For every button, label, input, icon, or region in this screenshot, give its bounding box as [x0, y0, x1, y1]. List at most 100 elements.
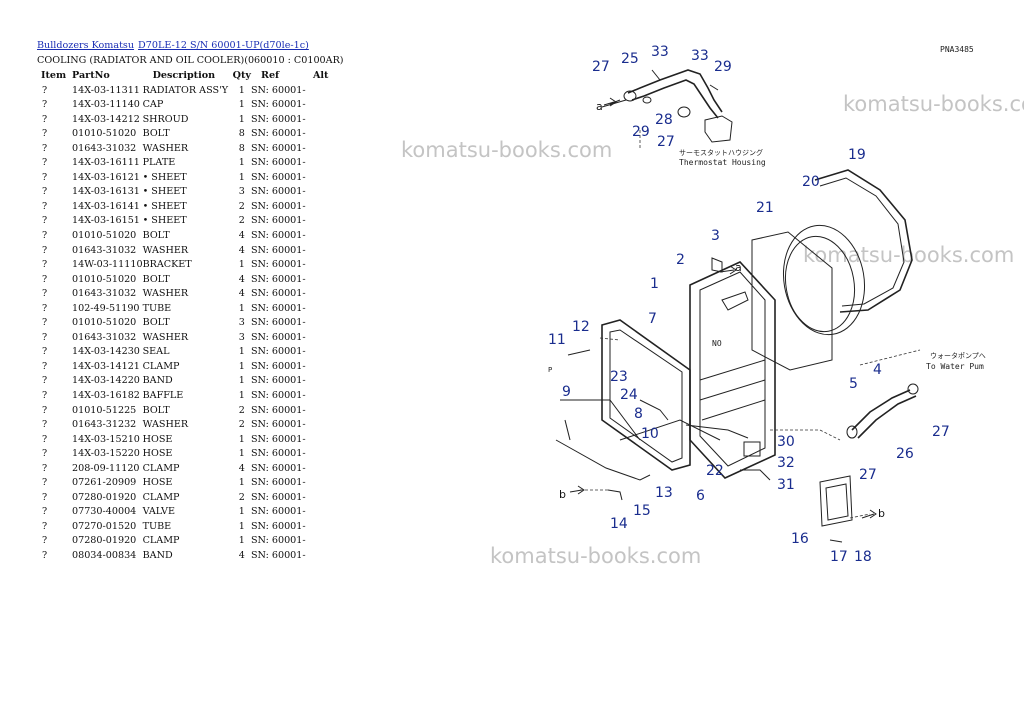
callout-number[interactable]: 33 — [691, 48, 709, 64]
callout-number[interactable]: 27 — [657, 134, 675, 150]
cell-item: ? — [42, 390, 48, 401]
callout-number[interactable]: 26 — [896, 446, 914, 462]
callout-number[interactable]: 10 — [641, 426, 659, 442]
callout-number[interactable]: 18 — [854, 549, 872, 565]
callout-number[interactable]: 29 — [714, 59, 732, 75]
cell-partno: 14X-03-16121 — [72, 171, 140, 183]
cell-ref: SN: 60001- — [250, 186, 306, 198]
cell-ref: SN: 60001- — [250, 288, 306, 300]
cell-item: ? — [42, 273, 48, 285]
callout-number[interactable]: 29 — [632, 124, 650, 140]
callout-number[interactable]: 27 — [592, 59, 610, 75]
watermark: komatsu-books.com — [803, 243, 1014, 267]
callout-number[interactable]: 4 — [873, 362, 882, 378]
callout-number[interactable]: 21 — [756, 200, 774, 216]
callout-number[interactable]: 11 — [548, 332, 566, 348]
callout-number[interactable]: 23 — [610, 369, 628, 385]
cell-description: TUBE — [142, 520, 172, 532]
breadcrumb-link-model[interactable]: D70LE-12 S/N 60001-UP(d70le-1c) — [138, 40, 309, 51]
cell-qty: 1 — [238, 84, 245, 96]
callout-number[interactable]: 13 — [655, 485, 673, 501]
cell-partno: 14X-03-14230 — [72, 346, 140, 358]
cell-description: WASHER — [142, 142, 189, 154]
callout-number[interactable]: 20 — [802, 174, 820, 190]
callout-number[interactable]: 1 — [650, 276, 659, 292]
callout-number[interactable]: 12 — [572, 319, 590, 335]
cell-partno: 14X-03-16141 — [72, 200, 140, 212]
cell-partno: 14X-03-16131 — [72, 186, 140, 198]
diagram-code: PNA3485 — [940, 45, 974, 54]
cell-partno: 01643-31032 — [72, 244, 137, 256]
callout-number[interactable]: 27 — [859, 467, 877, 483]
callout-number[interactable]: 14 — [610, 516, 628, 532]
callout-number[interactable]: 15 — [633, 503, 651, 519]
parts-table-header: Item PartNo Description Qty Ref Alt — [37, 69, 333, 84]
arrow-icon — [719, 265, 737, 275]
callout-number[interactable]: 27 — [932, 424, 950, 440]
thermostat-label-en: Thermostat Housing — [679, 158, 766, 167]
cell-ref: SN: 60001- — [250, 200, 306, 212]
callout-number[interactable]: 33 — [651, 44, 669, 60]
cell-item: ? — [42, 477, 48, 489]
callout-number[interactable]: 2 — [676, 252, 685, 268]
callout-number[interactable]: 6 — [696, 488, 705, 504]
cell-ref: SN: 60001- — [250, 244, 306, 256]
header-alt: Alt — [312, 70, 329, 81]
callout-number[interactable]: 24 — [620, 387, 638, 403]
radiator-core-drawing: NO — [689, 257, 776, 479]
cell-ref: SN: 60001- — [250, 331, 306, 343]
cell-partno: 102-49-51190 — [72, 302, 140, 314]
cell-qty: 1 — [238, 113, 245, 125]
cell-qty: 3 — [238, 331, 245, 343]
callout-number[interactable]: 30 — [777, 434, 795, 450]
callout-number[interactable]: 22 — [706, 463, 724, 479]
cell-qty: 2 — [238, 404, 245, 416]
cell-ref: SN: 60001- — [250, 375, 306, 387]
breadcrumb-link-category[interactable]: Bulldozers Komatsu — [37, 40, 135, 51]
callout-number[interactable]: 28 — [655, 112, 673, 128]
cell-ref: SN: 60001- — [250, 360, 306, 372]
ref-b-label: b — [878, 507, 885, 520]
cell-qty: 1 — [238, 535, 245, 547]
callout-number[interactable]: 32 — [777, 455, 795, 471]
cell-qty: 2 — [238, 419, 245, 431]
callout-number[interactable]: 7 — [648, 311, 657, 327]
callout-number[interactable]: 31 — [777, 477, 795, 493]
water-pump-label-en: To Water Pum — [926, 362, 984, 371]
callout-number[interactable]: 16 — [791, 531, 809, 547]
cell-qty: 1 — [238, 360, 245, 372]
callout-number[interactable]: 3 — [711, 228, 720, 244]
callout-number[interactable]: 9 — [562, 384, 571, 400]
callout-number[interactable]: 8 — [634, 406, 643, 422]
callout-number[interactable]: 25 — [621, 51, 639, 67]
cell-item: ? — [42, 375, 48, 387]
cell-qty: 1 — [238, 259, 245, 271]
cell-description: BAFFLE — [142, 390, 184, 401]
cell-qty: 4 — [238, 273, 245, 285]
cell-qty: 2 — [238, 215, 245, 227]
callout-number[interactable]: 5 — [849, 376, 858, 392]
cell-partno: 14X-03-15220 — [72, 448, 140, 460]
callout-number[interactable]: 19 — [848, 147, 866, 163]
cell-ref: SN: 60001- — [250, 419, 306, 431]
header-description: Description — [152, 70, 216, 81]
cell-item: ? — [42, 171, 48, 183]
cell-ref: SN: 60001- — [250, 113, 306, 125]
cell-ref: SN: 60001- — [250, 84, 306, 96]
callout-number[interactable]: 17 — [830, 549, 848, 565]
